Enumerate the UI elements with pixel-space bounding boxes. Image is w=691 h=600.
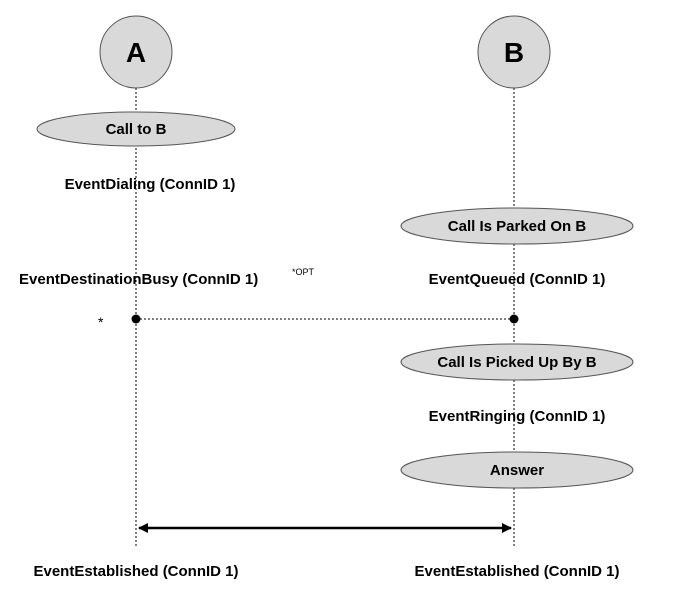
event-b-ringing: EventRinging (ConnID 1)	[429, 408, 606, 425]
event-a-established: EventEstablished (ConnID 1)	[33, 563, 238, 580]
event-a-destination-busy-note: *OPT	[292, 267, 315, 277]
party-a-label: A	[126, 37, 146, 68]
link-endpoint-a	[131, 314, 141, 324]
action-call-to-b-label: Call to B	[106, 121, 167, 138]
action-call-parked: Call Is Parked On B	[400, 207, 634, 245]
action-call-to-b: Call to B	[36, 111, 236, 147]
action-call-parked-ellipse	[400, 207, 634, 245]
action-call-picked-up-label: Call Is Picked Up By B	[437, 354, 596, 371]
party-b-label: B	[504, 37, 524, 68]
party-b-circle	[477, 15, 551, 89]
event-b-queued: EventQueued (ConnID 1)	[429, 271, 606, 288]
link-endpoint-b	[509, 314, 519, 324]
action-answer: Answer	[400, 451, 634, 489]
action-answer-label: Answer	[490, 462, 544, 479]
action-call-picked-up-ellipse	[400, 343, 634, 381]
event-a-dialing: EventDialing (ConnID 1)	[65, 176, 236, 193]
event-b-established: EventEstablished (ConnID 1)	[414, 563, 619, 580]
event-a-destination-busy: EventDestinationBusy (ConnID 1)	[19, 271, 258, 288]
party-a: A	[99, 15, 173, 89]
party-b: B	[477, 15, 551, 89]
footnote-marker: *	[98, 314, 104, 330]
action-call-parked-label: Call Is Parked On B	[448, 218, 587, 235]
party-a-circle	[99, 15, 173, 89]
parked-call-link	[131, 314, 519, 324]
action-answer-ellipse	[400, 451, 634, 489]
action-call-to-b-ellipse	[36, 111, 236, 147]
action-call-picked-up: Call Is Picked Up By B	[400, 343, 634, 381]
